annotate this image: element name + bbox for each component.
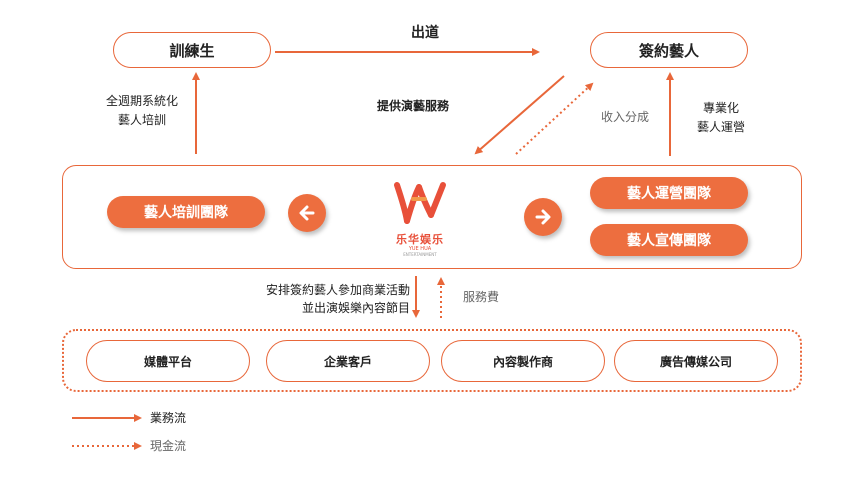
revenue-share-label: 收入分成 [600,110,649,124]
signed-artist-label: 簽約藝人 [638,41,699,60]
client-label-3: 廣告傳媒公司 [659,354,732,369]
operation-label-line1: 專業化 [702,101,739,115]
operation-team-pill: 藝人運營團隊 [590,177,748,209]
clients-box [62,329,802,392]
client-ad-media: 廣告傳媒公司 [614,340,778,382]
client-corporate: 企業客戶 [266,340,430,382]
promotion-team-label: 藝人宣傳團隊 [627,233,711,249]
operation-label-line2: 藝人運營 [696,120,745,134]
left-arrow-icon [288,194,326,232]
arrange-label: 安排簽約藝人參加商業活動 並出演娛樂內容節目 [200,281,410,317]
promotion-team-pill: 藝人宣傳團隊 [590,224,748,256]
trainee-node: 訓練生 [113,32,271,68]
legend-cash-flow: 現金流 [150,439,187,453]
training-label-line2: 藝人培訓 [117,113,166,127]
client-label-0: 媒體平台 [143,354,192,369]
training-team-label: 藝人培訓團隊 [144,205,228,221]
logo-cn: 乐华娱乐 [396,233,444,246]
training-label: 全週期系統化 藝人培訓 [92,92,192,130]
legend-business-flow: 業務流 [150,411,187,425]
logo-en: YUE HUA [408,246,432,252]
client-label-1: 企業客戶 [323,354,372,369]
operation-team-label: 藝人運營團隊 [627,186,711,202]
company-box [62,165,802,269]
company-logo: 乐华娱乐 YUE HUA ENTERTAINMENT [385,177,455,259]
signed-artist-node: 簽約藝人 [590,32,748,68]
client-media-platform: 媒體平台 [86,340,250,382]
trainee-label: 訓練生 [169,41,215,60]
debut-label: 出道 [411,25,439,41]
service-fee-label: 服務費 [463,290,500,304]
operation-label: 專業化 藝人運營 [676,99,766,137]
provide-services-label: 提供演藝服務 [376,99,449,113]
logo-mark-icon [394,182,446,224]
right-arrow-icon [524,198,562,236]
revenue-arrow [515,82,594,155]
logo-en-sub: ENTERTAINMENT [403,252,437,257]
training-label-line1: 全週期系統化 [105,94,178,108]
client-content-producer: 內容製作商 [441,340,605,382]
arrange-label-line1: 安排簽約藝人參加商業活動 [265,283,410,297]
training-team-pill: 藝人培訓團隊 [107,196,265,228]
client-label-2: 內容製作商 [492,354,553,369]
services-arrow [474,75,565,155]
arrange-label-line2: 並出演娛樂內容節目 [301,301,410,315]
